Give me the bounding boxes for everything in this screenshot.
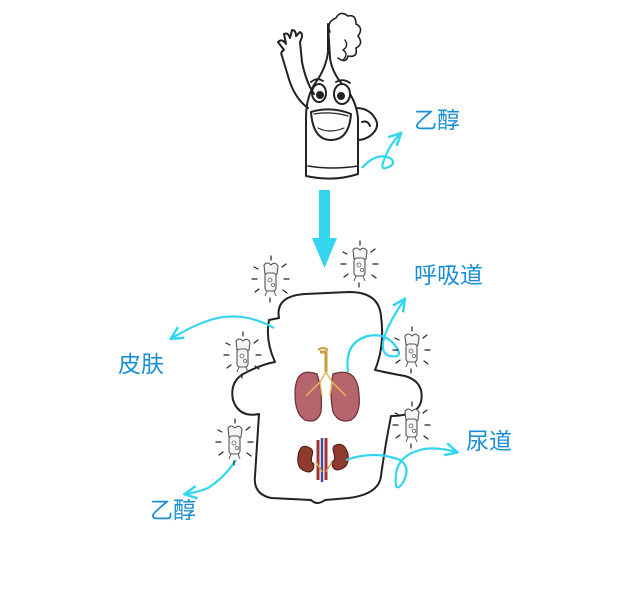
ethanol-molecule-icon [215, 418, 254, 466]
respiratory-label: 呼吸道 [414, 263, 483, 289]
respiratory-arrow [346, 300, 404, 373]
ethanol-label-top: 乙醇 [414, 108, 460, 134]
ethanol-molecule-icon [251, 255, 290, 303]
ethanol-molecule-icon [340, 240, 379, 288]
skin-label: 皮肤 [118, 352, 164, 378]
ethanol-molecule-icon [392, 326, 431, 374]
ethanol-exit-arrow [186, 459, 237, 494]
down-arrow-icon [312, 190, 337, 268]
ethanol-label-bottom: 乙醇 [150, 498, 196, 524]
urinary-arrow [345, 448, 456, 489]
kidneys-icon [297, 438, 349, 482]
lungs-icon [294, 347, 360, 422]
body-silhouette-icon [231, 291, 423, 504]
evaporation-arrow [361, 134, 400, 170]
bottle-character-icon [277, 12, 379, 180]
skin-arrow [172, 315, 275, 338]
urinary-label: 尿道 [466, 429, 512, 455]
